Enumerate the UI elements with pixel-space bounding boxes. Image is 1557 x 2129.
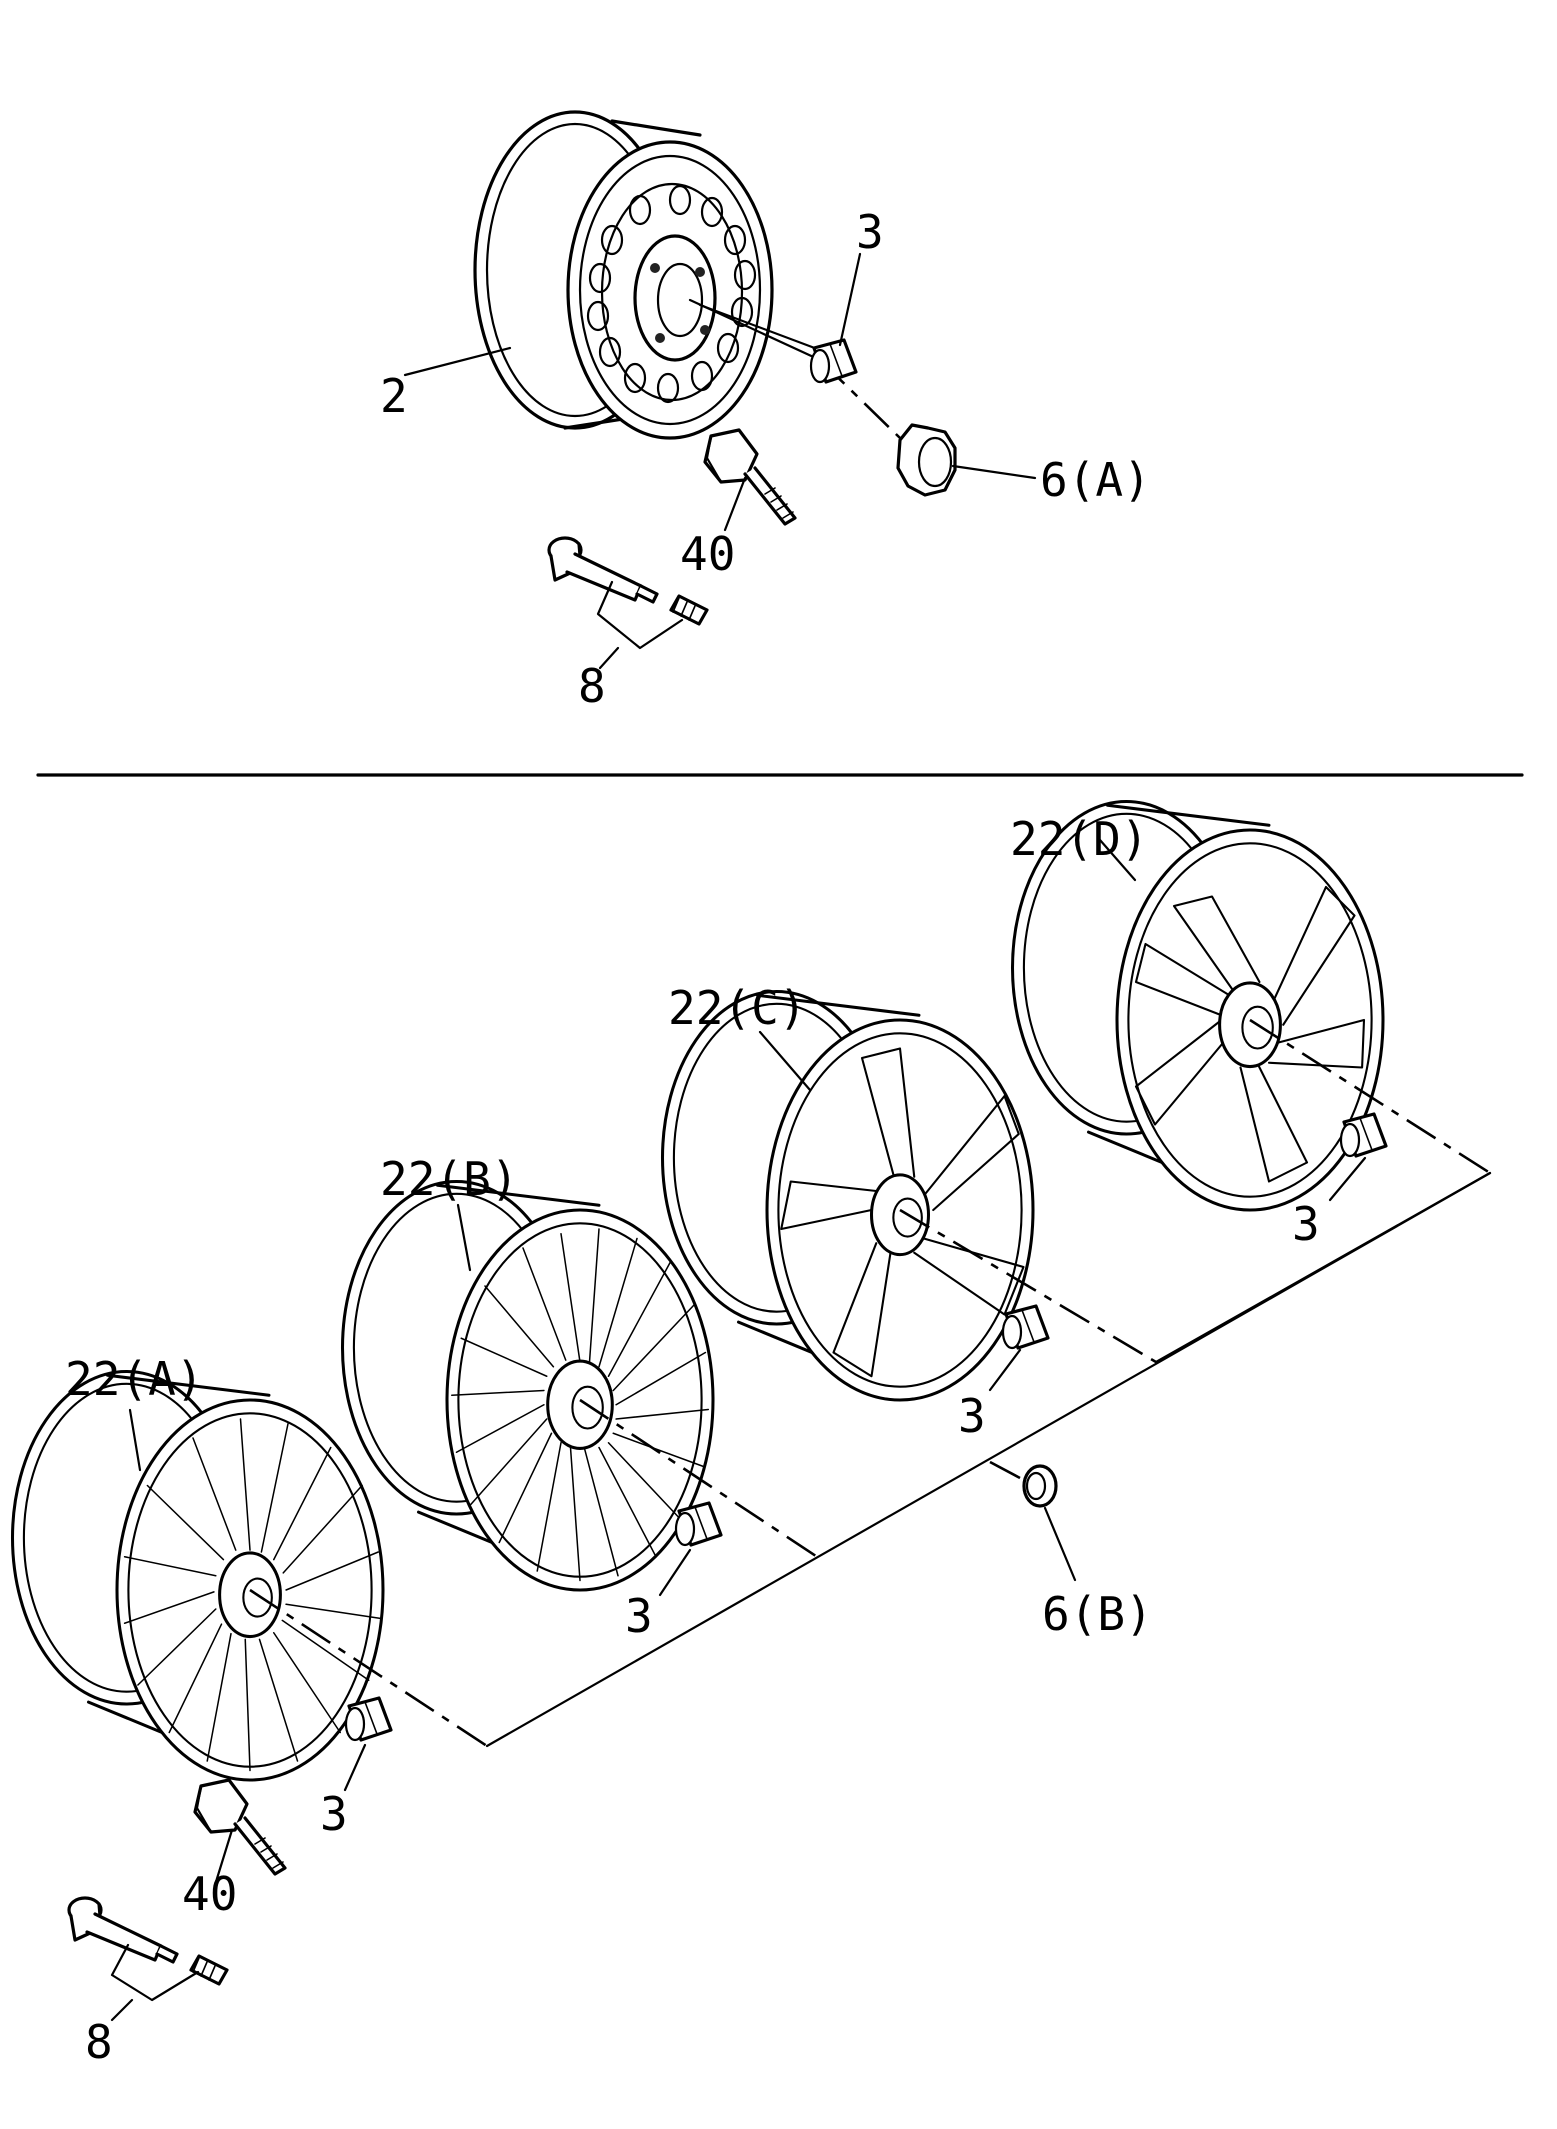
lug-nut-c (1001, 1304, 1050, 1350)
label-nut-a: 3 (320, 1787, 348, 1841)
label-nut-d: 3 (1292, 1197, 1320, 1251)
label-wheel-a: 22(A) (65, 1352, 203, 1406)
label-top-valve: 8 (578, 659, 606, 713)
label-bottom-tpms: 40 (182, 1867, 237, 1921)
label-top-rim: 2 (380, 369, 408, 423)
alloy-wheel-b (340, 1179, 715, 1592)
label-bottom-valve: 8 (85, 2015, 113, 2069)
tpms-sensor-bottom (193, 1778, 287, 1876)
alloy-wheel-c (660, 989, 1035, 1402)
label-top-cap: 6(A) (1040, 453, 1151, 507)
alloy-wheel-d (1010, 799, 1385, 1212)
label-wheel-d: 22(D) (1010, 812, 1148, 866)
lug-nut-d (1339, 1112, 1388, 1158)
label-wheel-c: 22(C) (668, 981, 806, 1035)
lug-nut-b (674, 1501, 723, 1547)
label-cap-b: 6(B) (1042, 1587, 1153, 1641)
label-top-tpms: 40 (680, 527, 735, 581)
label-wheel-b: 22(B) (380, 1152, 518, 1206)
tpms-sensor-top (703, 428, 797, 526)
label-top-nut: 3 (856, 205, 884, 259)
label-nut-b: 3 (625, 1589, 653, 1643)
steel-wheel (473, 110, 774, 440)
alloy-wheel-a (10, 1369, 385, 1782)
center-cap-b (1022, 1464, 1058, 1508)
lug-nut-top (809, 338, 858, 384)
lug-nut-a (344, 1696, 393, 1742)
center-cap-a (896, 423, 957, 497)
label-nut-c: 3 (958, 1389, 986, 1443)
